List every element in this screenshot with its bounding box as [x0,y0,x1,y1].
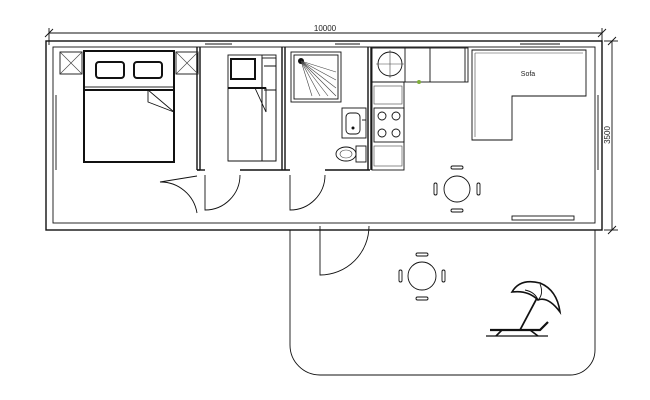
fridge-icon [376,50,421,84]
kitchen-cabinet-lower [373,85,403,167]
stove-icon [373,107,405,143]
double-bed-icon [83,50,175,163]
tv-bench [511,215,575,221]
toilet-icon [335,145,367,163]
terrace-table-icon [398,252,446,301]
bedside-unit-right [175,51,199,75]
width-dimension: 3500 [603,36,618,235]
kitchen-counter [371,47,469,171]
outer-walls [45,40,603,231]
beach-umbrella-icon [510,280,562,331]
bedside-unit-left [59,51,83,75]
interior-walls [196,47,372,171]
shower-icon [290,51,342,103]
bunk-bed-icon [227,54,277,162]
length-dimension: 10000 [44,24,607,45]
sofa: Sofa [471,49,587,141]
sofa-label: Sofa [521,71,536,78]
sink-icon [341,107,367,139]
sun-lounger-icon [486,321,549,337]
doors [159,174,370,276]
length-dimension-label: 10000 [314,24,337,33]
terrace [289,230,596,376]
width-dimension-label: 3500 [603,126,612,144]
dining-table-icon [433,165,481,213]
